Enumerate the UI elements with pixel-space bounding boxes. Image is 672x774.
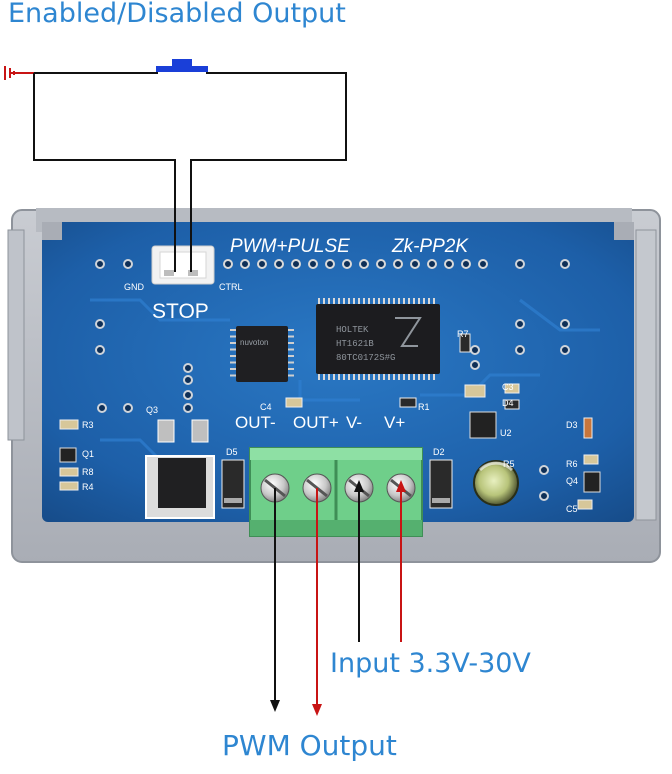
svg-text:R5: R5 (503, 459, 515, 469)
nuvoton-chip: nuvoton (230, 326, 294, 382)
mcu-label-line-3: 80TC0172S#G (336, 353, 395, 363)
via (183, 375, 193, 385)
header-pin (274, 259, 284, 269)
stop-connector (151, 245, 215, 285)
terminal-label-v-plus: V+ (384, 413, 405, 432)
svg-text:Q4: Q4 (566, 476, 578, 486)
header-pin (461, 259, 471, 269)
via (183, 390, 193, 400)
via (470, 360, 480, 370)
via (515, 319, 525, 329)
via (123, 259, 133, 269)
via (95, 259, 105, 269)
via (515, 259, 525, 269)
via (183, 403, 193, 413)
header-pin (291, 259, 301, 269)
svg-text:Q3: Q3 (146, 405, 158, 415)
header-pin (359, 259, 369, 269)
ctrl-label: CTRL (219, 282, 243, 292)
svg-text:C3: C3 (502, 382, 514, 392)
input-caption: Input 3.3V-30V (330, 648, 531, 679)
header-pin (223, 259, 233, 269)
svg-text:D5: D5 (226, 447, 238, 457)
gnd-label: GND (124, 282, 145, 292)
terminal-label-v-minus: V- (346, 413, 362, 432)
svg-text:R3: R3 (82, 420, 94, 430)
mosfet-q3 (145, 419, 215, 519)
diode-d2 (429, 459, 453, 509)
terminal-label-out-minus: OUT- (235, 413, 276, 432)
header-pin (325, 259, 335, 269)
svg-text:R7: R7 (457, 329, 469, 339)
header-pin (308, 259, 318, 269)
nuvoton-chip-label: nuvoton (240, 338, 268, 347)
via (95, 319, 105, 329)
via (470, 345, 480, 355)
via (560, 319, 570, 329)
header-pin (410, 259, 420, 269)
header-pin (376, 259, 386, 269)
model-label: Zk-PP2K (391, 236, 469, 257)
header-pin (257, 259, 267, 269)
via (515, 345, 525, 355)
via (539, 465, 549, 475)
svg-text:R1: R1 (418, 402, 430, 412)
via (560, 259, 570, 269)
header-pin (478, 259, 488, 269)
via (123, 403, 133, 413)
svg-text:D2: D2 (433, 447, 445, 457)
pwm-output-wires (270, 488, 322, 716)
lcd-header-pins (223, 259, 488, 269)
via (183, 363, 193, 373)
power-input-wires (354, 480, 406, 642)
header-pin (427, 259, 437, 269)
electrolytic-capacitor (473, 460, 519, 506)
header-pin (240, 259, 250, 269)
header-pin (342, 259, 352, 269)
smd-components (59, 333, 601, 510)
holtek-mcu-chip: HOLTEK HT1621B 80TC0172S#G (316, 298, 440, 380)
svg-text:R6: R6 (566, 459, 578, 469)
output-caption: PWM Output (222, 729, 397, 762)
mcu-label-line-1: HOLTEK (336, 325, 369, 335)
svg-text:R4: R4 (82, 482, 94, 492)
mcu-label-line-2: HT1621B (336, 339, 374, 349)
via (97, 403, 107, 413)
board-vias (95, 259, 570, 501)
ground-symbol (4, 66, 34, 80)
via (560, 345, 570, 355)
header-pin (444, 259, 454, 269)
stop-label: STOP (152, 300, 209, 323)
diode-d5 (221, 459, 245, 509)
push-button (156, 59, 208, 72)
terminal-label-out-plus: OUT+ (293, 413, 339, 432)
component-reference-labels: Q3 R3 Q1 R8 R4 D5 C4 R1 R7 C3 D4 U2 D3 R… (82, 329, 578, 514)
svg-text:D3: D3 (566, 420, 578, 430)
svg-text:Q1: Q1 (82, 449, 94, 459)
via (539, 491, 549, 501)
svg-text:D4: D4 (502, 398, 514, 408)
svg-text:C4: C4 (260, 402, 272, 412)
via (95, 345, 105, 355)
svg-text:U2: U2 (500, 428, 512, 438)
svg-text:R8: R8 (82, 467, 94, 477)
title-caption: Enabled/Disabled Output (8, 0, 346, 29)
header-pin (393, 259, 403, 269)
svg-text:C5: C5 (566, 504, 578, 514)
model-line-label: PWM+PULSE (230, 236, 350, 257)
